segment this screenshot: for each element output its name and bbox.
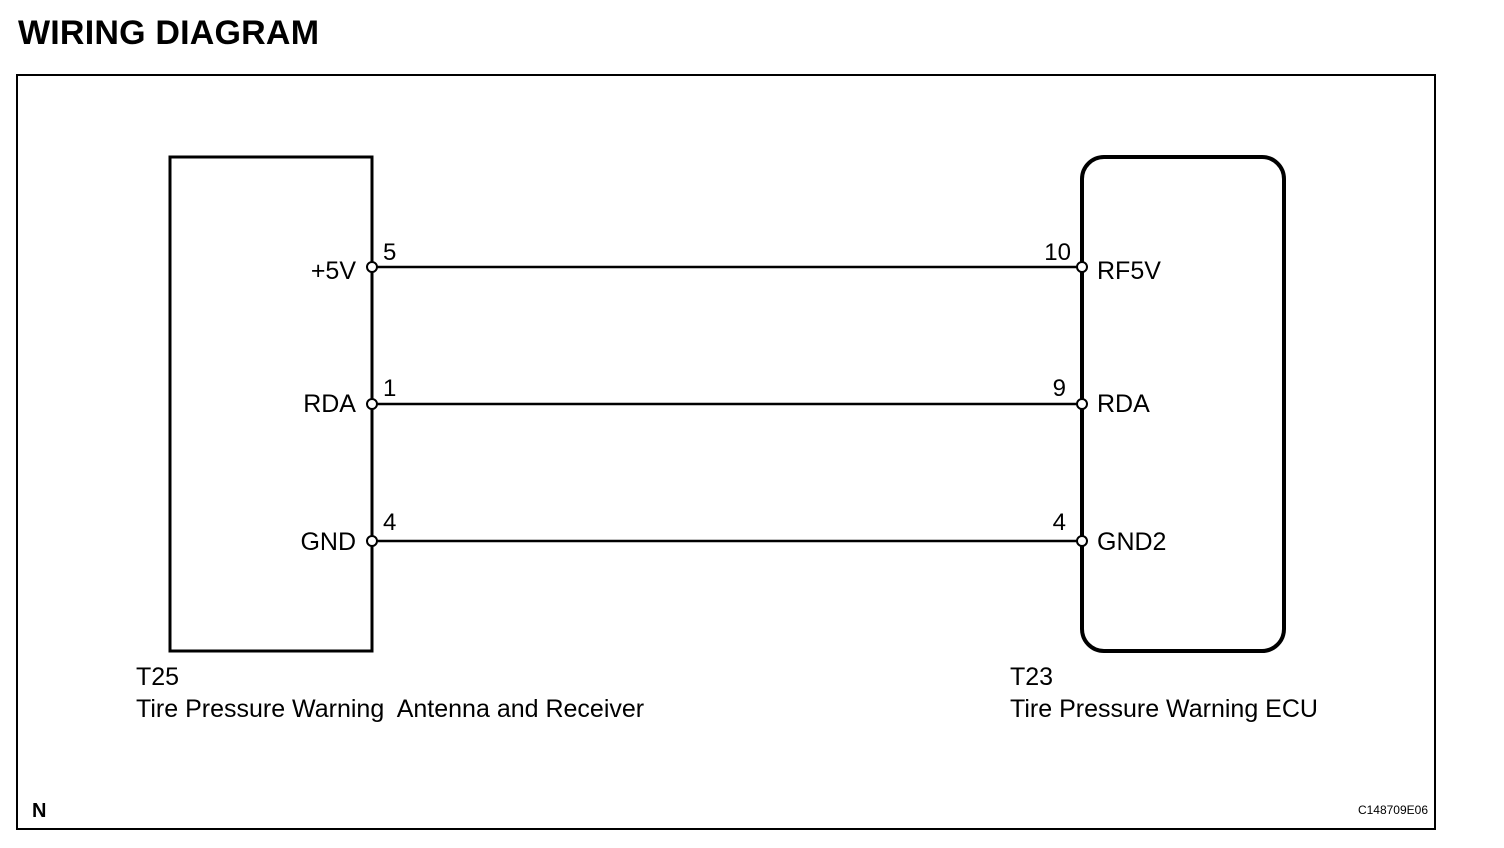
figure-code: C148709E06 bbox=[1358, 803, 1428, 817]
right-signal-label: GND2 bbox=[1097, 528, 1166, 556]
right-pin-number: 4 bbox=[1053, 509, 1066, 536]
right-signal-label: RF5V bbox=[1097, 257, 1161, 285]
right-pin-number: 10 bbox=[1044, 239, 1071, 266]
page-title: WIRING DIAGRAM bbox=[18, 14, 320, 52]
left-component-name: Tire Pressure Warning Antenna and Receiv… bbox=[136, 695, 645, 723]
left-pin-number: 1 bbox=[383, 375, 396, 402]
left-pin-number: 5 bbox=[383, 239, 396, 266]
terminal-right-10 bbox=[1076, 261, 1088, 273]
right-signal-label: RDA bbox=[1097, 390, 1150, 418]
left-signal-label: RDA bbox=[303, 390, 356, 418]
diagram-frame bbox=[16, 74, 1436, 830]
corner-mark: N bbox=[32, 800, 46, 822]
terminal-left-5 bbox=[366, 261, 378, 273]
left-pin-number: 4 bbox=[383, 509, 396, 536]
right-pin-number: 9 bbox=[1053, 375, 1066, 402]
right-component-name: Tire Pressure Warning ECU bbox=[1010, 695, 1318, 723]
left-signal-label: +5V bbox=[311, 257, 357, 285]
terminal-left-1 bbox=[366, 398, 378, 410]
terminal-right-9 bbox=[1076, 398, 1088, 410]
terminal-right-4 bbox=[1076, 535, 1088, 547]
right-component-code: T23 bbox=[1010, 663, 1054, 691]
left-signal-label: GND bbox=[300, 528, 356, 556]
terminal-left-4 bbox=[366, 535, 378, 547]
left-component-code: T25 bbox=[136, 663, 180, 691]
